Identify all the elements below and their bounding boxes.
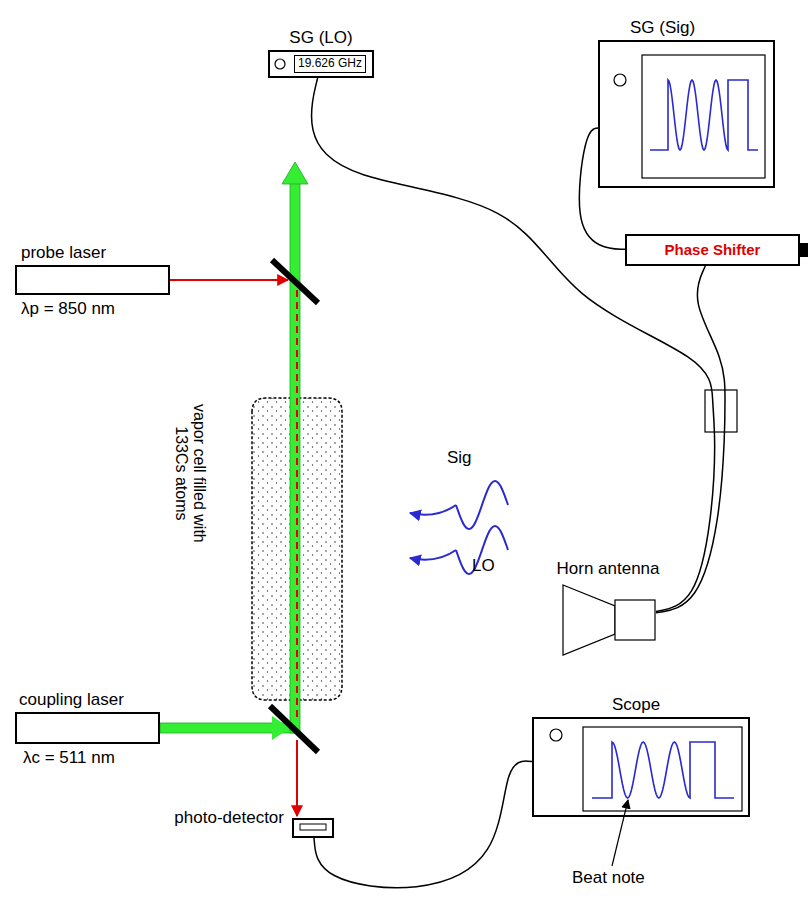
mirror: [270, 706, 318, 752]
horn-antenna: Horn antenna: [560, 583, 656, 658]
waveform: [592, 742, 734, 798]
oscilloscope: Scope: [532, 717, 750, 817]
detector-window: [300, 824, 326, 830]
rf-wave: [410, 505, 456, 515]
horn-feed: [615, 600, 655, 640]
rf-wave: [410, 550, 456, 560]
box-label: Phase Shifter: [665, 241, 761, 258]
waveform: [650, 80, 758, 150]
input-knob: [550, 729, 562, 741]
part-label: λc = 511 nm: [23, 748, 115, 768]
signal-generator: SG (LO)19.626 GHz: [268, 50, 374, 78]
callout-label: Beat note: [572, 868, 645, 888]
signal-label: Sig: [447, 448, 472, 468]
probe-beam: [170, 279, 288, 281]
part-label: Scope: [612, 695, 660, 715]
photo-detector: photo-detector: [292, 818, 334, 838]
part-label: coupling laser: [19, 690, 124, 710]
display-readout: 19.626 GHz: [294, 55, 366, 73]
combiner: [705, 390, 737, 432]
vapor-cell: vapor cell filled with 133Cs atoms: [252, 398, 342, 700]
part-label: λp = 850 nm: [21, 299, 115, 319]
shifter-knob: [800, 243, 808, 257]
signal-generator: SG (Sig): [598, 40, 775, 188]
display-screen: [642, 55, 765, 178]
cable: [656, 266, 725, 613]
part-label: vapor cell filled with 133Cs atoms: [172, 398, 209, 548]
probe-beam: [296, 290, 298, 718]
part-label: probe laser: [21, 243, 106, 263]
coupling-beam: [290, 180, 300, 733]
laser-box: probe laserλp = 850 nm: [15, 265, 170, 295]
leader-arrow: [612, 800, 628, 866]
part-label: SG (Sig): [630, 18, 695, 38]
part-label: SG (LO): [289, 28, 352, 48]
beam-arrow: [282, 162, 308, 184]
mirror: [272, 260, 318, 303]
probe-beam: [296, 740, 298, 816]
rf-wave: [456, 481, 508, 529]
part-label: Horn antenna: [556, 559, 659, 579]
horn-antenna: [563, 585, 615, 655]
display-screen: [583, 727, 742, 811]
signal-label: LO: [472, 556, 495, 576]
output-knob: [275, 59, 285, 69]
output-knob: [614, 74, 626, 86]
phase-shifter: Phase Shifter: [625, 234, 800, 266]
cable: [579, 128, 625, 249]
cable: [311, 78, 714, 611]
part-label: photo-detector: [174, 808, 284, 828]
laser-box: coupling laserλc = 511 nm: [15, 712, 160, 744]
cable: [314, 761, 532, 888]
